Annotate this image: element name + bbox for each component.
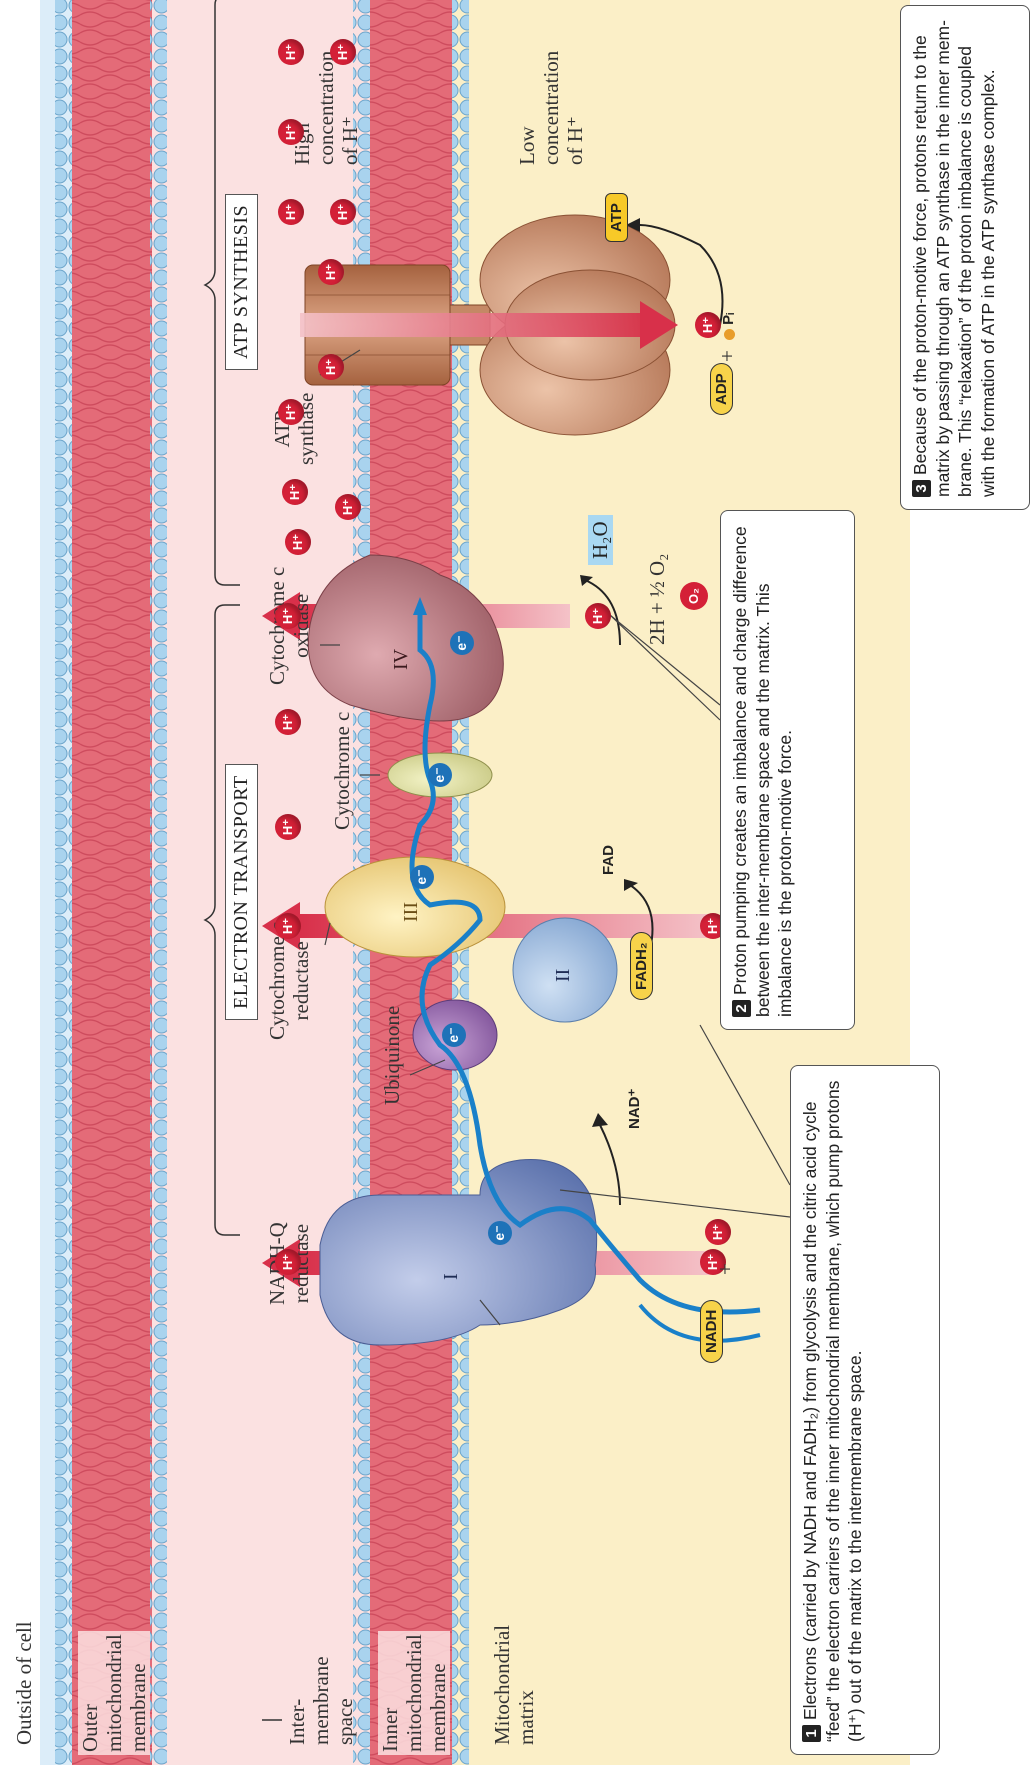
proton-ims-16: H⁺ xyxy=(330,39,356,65)
nadh-plus-sign: + xyxy=(713,1263,737,1275)
adp-pill-text: ADP xyxy=(710,363,733,415)
inner-membrane-label-2: mitochondrial xyxy=(402,1634,426,1752)
high-conc-label-2: concentration xyxy=(314,51,338,165)
low-conc-label-3: of H⁺ xyxy=(563,51,587,165)
proton-ims-8: H⁺ xyxy=(282,479,308,505)
note-3-text: Because of the proton-motive force, prot… xyxy=(910,20,998,497)
outer-membrane-label: Outer mitochondrial membrane xyxy=(78,1631,150,1755)
inner-membrane-label-3: membrane xyxy=(426,1634,450,1752)
electron-marker-2: e⁻ xyxy=(442,1023,466,1047)
proton-ims-1: H⁺ xyxy=(275,1249,301,1275)
low-conc-label-1: Low xyxy=(515,51,539,165)
matrix-label: Mitochondrial matrix xyxy=(490,1625,538,1745)
proton-ims-14: H⁺ xyxy=(278,119,304,145)
fadh2-pill-text: FADH₂ xyxy=(630,933,653,1001)
cytochrome-c-reductase-label: Cytochrome c reductase xyxy=(265,922,313,1040)
complex-I-numeral: I xyxy=(440,1273,463,1280)
intermembrane-label-2: membrane xyxy=(309,1656,333,1745)
matrix-label-1: Mitochondrial xyxy=(490,1625,514,1745)
complex-II-numeral: II xyxy=(552,969,575,982)
inner-membrane-label-1: Inner xyxy=(378,1634,402,1752)
intermembrane-label-3: space xyxy=(333,1656,357,1745)
note-2-number: 2 xyxy=(732,1000,751,1017)
adp-pill: ADP xyxy=(710,363,733,415)
proton-ims-9: H⁺ xyxy=(278,399,304,425)
note-2-text: Proton pumping creates an imbalance and … xyxy=(730,526,795,1017)
proton-ims-5: H⁺ xyxy=(275,603,301,629)
intermembrane-label: Inter- membrane space xyxy=(285,1656,357,1745)
proton-matrix-3: H⁺ xyxy=(585,603,611,629)
complex-III-numeral: III xyxy=(400,902,423,922)
proton-ims-12: H⁺ xyxy=(278,199,304,225)
fadh2-pill: FADH₂ xyxy=(630,933,653,1001)
electron-marker-5: e⁻ xyxy=(450,631,474,655)
adp-plus-sign: + xyxy=(715,350,739,362)
outer-membrane-label-3: membrane xyxy=(126,1634,150,1752)
cyt-c-red-label-1: Cytochrome c xyxy=(265,922,289,1040)
water-equation: 2H + ½ O₂ xyxy=(645,554,669,646)
proton-ims-7: H⁺ xyxy=(335,494,361,520)
matrix-label-2: matrix xyxy=(514,1625,538,1745)
electron-marker-1: e⁻ xyxy=(488,1221,512,1245)
outer-membrane-label-2: mitochondrial xyxy=(102,1634,126,1752)
note-1-text: Electrons (carried by NADH and FADH₂) fr… xyxy=(800,1081,865,1742)
cytochrome-c-label: Cytochrome c xyxy=(330,712,354,830)
nadh-proton: H⁺ xyxy=(705,1219,731,1245)
ubiquinone-label: Ubiquinone xyxy=(380,1006,404,1105)
note-1-number: 1 xyxy=(802,1725,821,1742)
intermembrane-label-1: Inter- xyxy=(285,1656,309,1745)
outer-membrane-label-1: Outer xyxy=(78,1634,102,1752)
phosphate-label: Pᵢ xyxy=(720,313,737,340)
outside-of-cell-label: Outside of cell xyxy=(12,1621,36,1745)
water-product: H₂O xyxy=(588,515,613,565)
inner-membrane-label: Inner mitochondrial membrane xyxy=(378,1631,450,1755)
low-conc-label-2: concentration xyxy=(539,51,563,165)
proton-ims-11: H⁺ xyxy=(318,259,344,285)
electron-marker-3: e⁻ xyxy=(410,865,434,889)
proton-ims-10: H⁺ xyxy=(318,354,344,380)
electron-marker-4: e⁻ xyxy=(428,763,452,787)
high-conc-label-3: of H⁺ xyxy=(338,51,362,165)
proton-ims-6: H⁺ xyxy=(285,529,311,555)
low-concentration-label: Low concentration of H⁺ xyxy=(515,51,587,165)
fad-label: FAD xyxy=(600,845,617,875)
proton-ims-15: H⁺ xyxy=(278,39,304,65)
note-3-number: 3 xyxy=(912,480,931,497)
electron-transport-header: ELECTRON TRANSPORT xyxy=(225,764,258,1020)
nadh-proton-circle: H⁺ xyxy=(705,1219,731,1245)
proton-ims-3: H⁺ xyxy=(275,814,301,840)
nadh-pill: NADH xyxy=(700,1300,723,1363)
phosphate-text: Pᵢ xyxy=(720,313,737,325)
phosphate-dot xyxy=(724,329,735,340)
high-concentration-label: High concentration of H⁺ xyxy=(290,51,362,165)
high-conc-label-1: High xyxy=(290,51,314,165)
atp-synthesis-header: ATP SYNTHESIS xyxy=(225,194,258,370)
nadh-pill-text: NADH xyxy=(700,1300,723,1363)
atp-product: ATP xyxy=(605,193,628,242)
note-2: 2Proton pumping creates an imbalance and… xyxy=(720,510,855,1030)
proton-ims-2: H⁺ xyxy=(275,913,301,939)
note-1: 1Electrons (carried by NADH and FADH₂) f… xyxy=(790,1065,940,1755)
proton-ims-13: H⁺ xyxy=(330,199,356,225)
nad-plus-label: NAD⁺ xyxy=(625,1089,643,1129)
outer-membrane xyxy=(55,0,167,1765)
cyt-c-red-label-2: reductase xyxy=(289,922,313,1040)
proton-ims-4: H⁺ xyxy=(275,709,301,735)
proton-matrix-4: H⁺ xyxy=(695,312,721,338)
oxygen-circle: O₂ xyxy=(680,582,708,610)
atp-pill-text: ATP xyxy=(605,193,628,242)
complex-IV-numeral: IV xyxy=(390,649,413,670)
note-3: 3Because of the proton-motive force, pro… xyxy=(900,5,1030,510)
